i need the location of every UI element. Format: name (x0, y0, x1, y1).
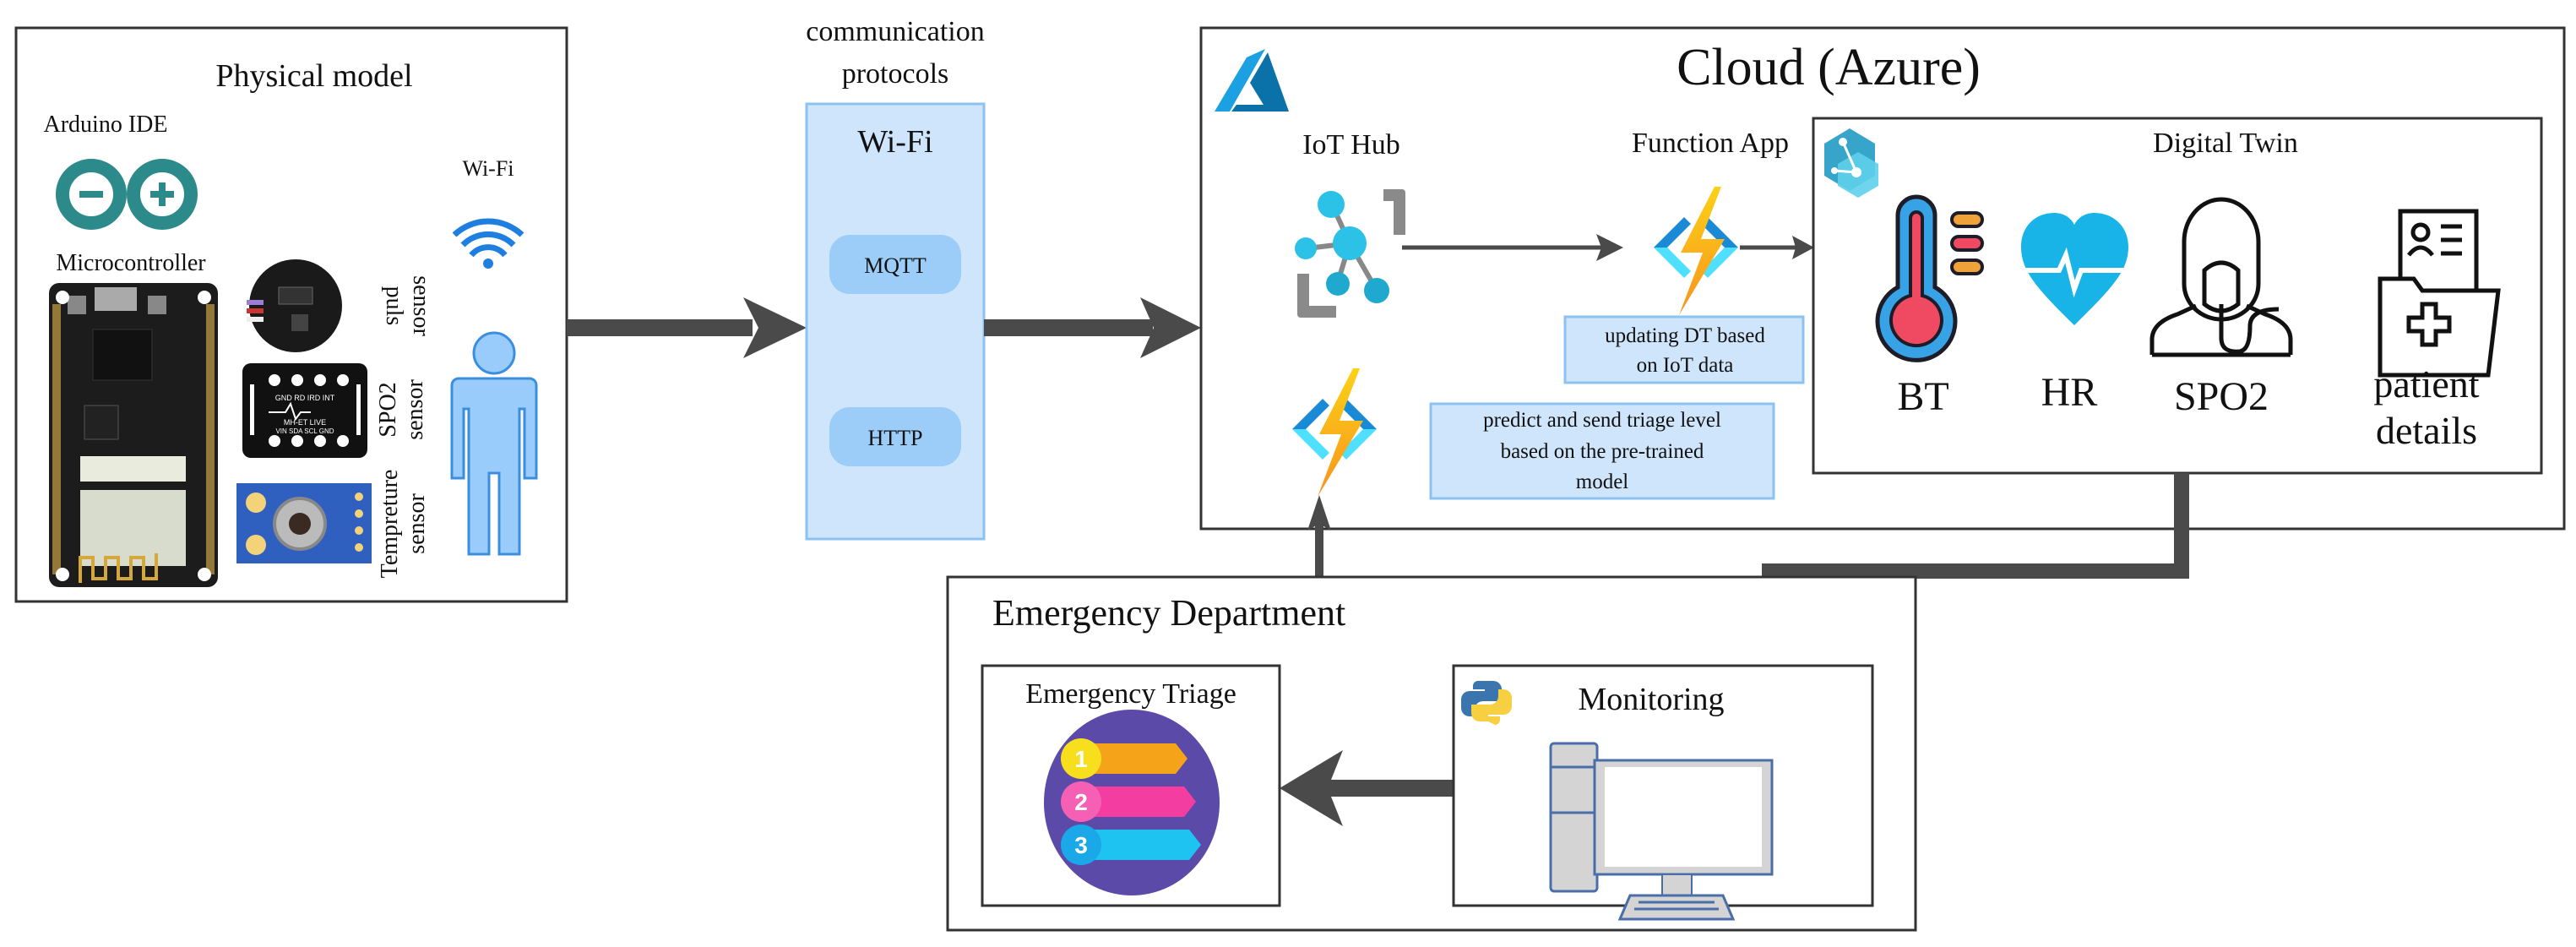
update-note-line1: updating DT based (1605, 324, 1765, 347)
communication-panel: communication protocols Wi-Fi MQTT HTTP (805, 16, 986, 541)
patient-details-line1: patient (2373, 362, 2479, 405)
physical-model-panel: Physical model Arduino IDE Microcontroll… (14, 26, 568, 603)
oxygen-mask-icon (2149, 197, 2293, 357)
emergency-triage-title: Emergency Triage (1025, 678, 1236, 710)
mqtt-pill (829, 235, 961, 294)
computer-icon (1549, 742, 1774, 921)
bt-label: BT (1897, 374, 1948, 419)
cloud-azure-panel: Cloud (Azure) IoT Hub Function App (1199, 26, 2566, 531)
microcontroller-label: Microcontroller (56, 250, 206, 276)
update-note-line2: on IoT data (1637, 354, 1734, 377)
patient-details-icon (2378, 209, 2501, 378)
comm-title-line2: protocols (842, 58, 949, 90)
spo2-sensor-label: SPO2 sensor (375, 379, 428, 440)
digital-twin-logo-icon (1824, 128, 1878, 198)
hr-label: HR (2041, 370, 2098, 415)
physical-model-title: Physical model (215, 58, 412, 94)
arduino-logo-icon (56, 159, 198, 230)
arduino-ide-label: Arduino IDE (44, 112, 168, 138)
svg-text:1: 1 (1074, 746, 1088, 772)
iot-hub-icon (1295, 189, 1405, 318)
pulse-sensor-label: puls sensor (381, 275, 434, 336)
svg-text:GND RD IRD INT: GND RD IRD INT (275, 394, 335, 402)
mqtt-label: MQTT (864, 253, 927, 278)
http-pill (829, 407, 961, 466)
cloud-title: Cloud (Azure) (1677, 39, 1981, 96)
iot-hub-label: IoT Hub (1302, 129, 1400, 161)
arrow-iothub-to-function (1402, 234, 1623, 261)
arrow-function-to-digital-twin (1740, 236, 1814, 259)
spo2-sensor-icon: GND RD IRD INT MH-ET LIVE VIN SDA SCL GN… (242, 363, 367, 458)
svg-text:3: 3 (1074, 832, 1088, 858)
pulse-sensor-icon (247, 259, 342, 352)
patient-details-line2: details (2376, 409, 2477, 452)
http-label: HTTP (868, 426, 923, 450)
heart-rate-icon (2021, 213, 2128, 325)
function-app-label: Function App (1632, 128, 1789, 159)
svg-text:Tempreture: Tempreture (377, 470, 403, 579)
predict-note-box (1429, 402, 1775, 500)
spo2-label: SPO2 (2174, 374, 2269, 419)
svg-text:sensor: sensor (404, 493, 430, 554)
svg-text:VIN SDA SCL GND: VIN SDA SCL GND (275, 427, 334, 435)
digital-twin-panel: Digital Twin BT HR (1812, 117, 2543, 475)
emergency-department-panel: Emergency Department Emergency Triage 1 … (946, 575, 1917, 932)
wifi-protocol-title: Wi-Fi (857, 124, 932, 160)
digital-twin-title: Digital Twin (2153, 128, 2298, 159)
monitoring-title: Monitoring (1578, 682, 1724, 717)
triage-level-2: 2 (1061, 781, 1196, 822)
wifi-icon (452, 218, 524, 269)
svg-text:puls: puls (381, 286, 407, 326)
wifi-label: Wi-Fi (462, 156, 514, 181)
wifi-protocol-box (805, 102, 986, 541)
triage-level-3: 3 (1061, 825, 1201, 865)
update-note-box (1563, 315, 1805, 384)
azure-logo-icon (1215, 49, 1289, 112)
microcontroller-board-icon (49, 283, 218, 587)
temperature-sensor-label: Tempreture sensor (377, 470, 430, 579)
predict-note-line1: predict and send triage level (1483, 409, 1721, 432)
thermometer-icon (1875, 194, 1984, 362)
temperature-sensor-icon (236, 483, 372, 563)
triage-levels-icon: 1 2 3 (1044, 710, 1220, 895)
comm-title-line1: communication (806, 16, 985, 47)
emergency-department-title: Emergency Department (992, 592, 1345, 634)
svg-text:MH-ET LIVE: MH-ET LIVE (284, 418, 326, 427)
triage-level-1: 1 (1061, 738, 1187, 779)
python-logo-icon (1461, 681, 1512, 725)
svg-text:sensor: sensor (402, 379, 428, 440)
arrow-monitoring-to-triage (1280, 750, 1454, 826)
arrow-physical-to-comm (567, 297, 807, 358)
svg-text:sensor: sensor (408, 275, 434, 336)
svg-text:2: 2 (1074, 789, 1088, 815)
svg-text:SPO2: SPO2 (375, 382, 401, 437)
arrow-comm-to-cloud (984, 297, 1201, 358)
predict-note-line3: model (1576, 471, 1629, 493)
predict-note-line2: based on the pre-trained (1501, 440, 1704, 463)
person-icon (450, 331, 538, 556)
